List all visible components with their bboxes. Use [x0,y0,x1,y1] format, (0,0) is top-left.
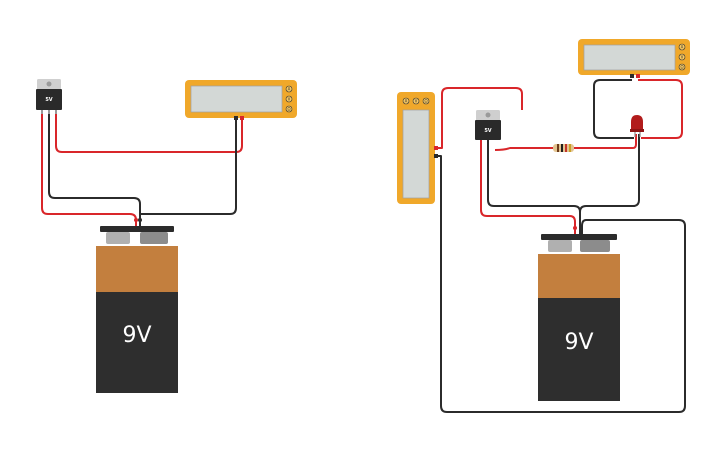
wire-black[interactable] [438,155,686,413]
regulator-pin [55,110,57,114]
resistor-band [561,144,563,152]
led-rim [630,129,644,132]
wire-black[interactable] [487,140,581,234]
multimeter-screen [402,109,430,199]
wire-red[interactable] [494,147,553,151]
right-wires [438,79,686,413]
knob-label: A [405,99,408,104]
resistor-band [557,144,559,152]
knob-label: A [681,45,684,50]
regulator-pin [41,110,43,114]
multimeter-knob[interactable] [678,63,686,71]
battery-terminal [580,240,610,252]
knob-label: A [288,87,291,92]
regulator-pin [48,110,50,114]
multimeter-knob[interactable] [678,53,686,61]
battery-terminal [106,232,130,244]
knob-label: V [681,55,684,60]
multimeter-knob[interactable] [412,97,420,105]
wire-red[interactable] [55,112,243,153]
left-circuit: 5V A V Ω 9V [36,79,297,393]
probe-terminal[interactable] [434,154,438,158]
regulator-body [475,120,501,140]
multimeter[interactable]: A V Ω [185,80,297,120]
led-icon[interactable] [630,115,644,137]
battery-9v[interactable]: 9V [96,218,178,393]
knob-label: Ω [424,99,427,104]
multimeter-knob[interactable] [285,85,293,93]
led-dome [631,115,643,130]
wire-red[interactable] [438,87,523,149]
battery-terminal [140,232,168,244]
wire-black[interactable] [593,79,634,139]
battery-connector [573,226,577,230]
multimeter-knob[interactable] [402,97,410,105]
regulator-label: 5V [45,97,52,103]
knob-label: V [415,99,418,104]
knob-label: V [288,97,291,102]
multimeter-knob[interactable] [678,43,686,51]
knob-label: Ω [680,65,683,70]
resistor-band [565,144,567,152]
voltage-regulator[interactable]: 5V [475,110,501,140]
voltage-regulator[interactable]: 5V [36,79,62,114]
resistor-band [569,144,571,152]
multimeter[interactable]: A V Ω [397,92,438,204]
wire-red[interactable] [480,140,576,234]
regulator-body [36,89,62,110]
battery-body-top [96,246,178,292]
probe-terminal[interactable] [636,74,640,78]
wire-red[interactable] [638,79,683,139]
battery-connector [134,218,138,222]
probe-terminal[interactable] [434,146,438,150]
right-circuit: A V Ω A V Ω 5V [397,39,690,413]
multimeter-knob[interactable] [285,95,293,103]
regulator-tab-hole [46,81,52,87]
battery-connector [579,226,583,230]
left-wires [41,112,243,226]
wire-red[interactable] [574,134,637,149]
battery-label: 9V [564,330,593,355]
multimeter-knob[interactable] [422,97,430,105]
battery-9v[interactable]: 9V [538,226,620,401]
battery-connector [138,218,142,222]
probe-terminal[interactable] [630,74,634,78]
battery-body-bottom [538,298,620,401]
regulator-tab-hole [485,112,491,118]
battery-body-top [538,254,620,298]
knob-label: Ω [287,107,290,112]
battery-terminal [548,240,572,252]
wire-black[interactable] [48,112,141,226]
wire-black[interactable] [579,134,640,213]
wire-red[interactable] [41,112,137,226]
multimeter-screen [190,85,283,113]
battery-cap [100,226,174,232]
battery-cap [541,234,617,240]
multimeter[interactable]: A V Ω [578,39,690,78]
resistor-icon[interactable] [553,144,574,152]
multimeter-screen [583,44,676,71]
battery-label: 9V [122,323,151,348]
battery-body-bottom [96,292,178,393]
wire-black[interactable] [140,118,237,215]
probe-terminal[interactable] [234,116,238,120]
multimeter-knob[interactable] [285,105,293,113]
probe-terminal[interactable] [240,116,244,120]
regulator-label: 5V [484,128,491,134]
